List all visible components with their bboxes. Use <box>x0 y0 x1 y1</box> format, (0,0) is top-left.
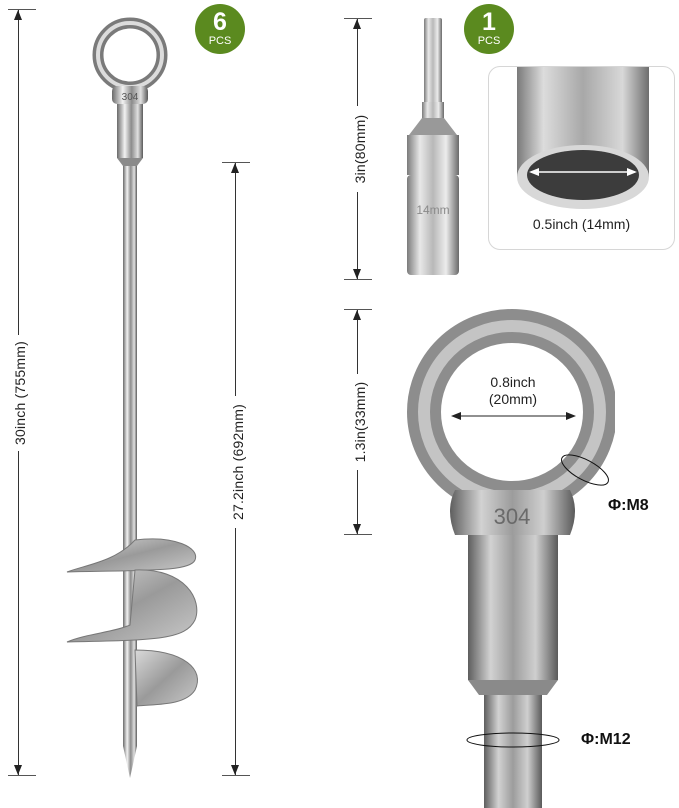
dim-tick-top <box>8 9 36 10</box>
arrow-up-icon <box>14 10 22 20</box>
eye-inner-label-mm: (20mm) <box>488 391 538 407</box>
dim-tick-bottom <box>222 775 250 776</box>
socket-opening-image <box>517 67 649 209</box>
dim-tick-top <box>344 18 372 19</box>
dim-tick-top <box>344 309 372 310</box>
socket-length-label: 3in(80mm) <box>352 106 368 192</box>
ground-anchor-image: 304 <box>66 17 198 778</box>
arrow-down-icon <box>353 524 361 534</box>
eye-inner-label: 0.8inch (20mm) <box>457 374 569 408</box>
svg-text:14mm: 14mm <box>416 203 449 217</box>
eye-thread-label: Φ:M8 <box>608 497 649 514</box>
quantity-badge-socket: 1 PCS <box>464 4 514 54</box>
arrow-up-icon <box>231 163 239 173</box>
eye-inner-label-inch: 0.8inch <box>490 374 536 390</box>
svg-text:304: 304 <box>122 92 139 103</box>
total-length-label: 30inch (755mm) <box>12 335 28 451</box>
quantity-badge-anchor: 6 PCS <box>195 4 245 54</box>
socket-detail-inset: 0.5inch (14mm) <box>488 66 675 250</box>
dim-tick-bottom <box>8 775 36 776</box>
shaft-diameter-label: Φ:M12 <box>581 731 631 748</box>
socket-inner-label: 0.5inch (14mm) <box>532 216 631 232</box>
shaft-length-label: 27.2inch (692mm) <box>230 396 246 528</box>
badge-count: 6 <box>213 8 227 36</box>
dim-tick-bottom <box>344 279 372 280</box>
arrow-down-icon <box>14 765 22 775</box>
arrow-down-icon <box>231 765 239 775</box>
svg-text:304: 304 <box>494 504 531 529</box>
dim-tick-top <box>222 162 250 163</box>
socket-adapter-image: 14mm <box>407 18 459 275</box>
dim-tick-bottom <box>344 534 372 535</box>
eye-bolt-closeup-image: 304 <box>407 309 615 808</box>
arrow-up-icon <box>353 310 361 320</box>
badge-unit: PCS <box>477 35 501 47</box>
eye-height-label: 1.3in(33mm) <box>352 374 368 470</box>
badge-count: 1 <box>482 8 496 36</box>
arrow-up-icon <box>353 19 361 29</box>
badge-unit: PCS <box>208 35 232 47</box>
arrow-down-icon <box>353 269 361 279</box>
